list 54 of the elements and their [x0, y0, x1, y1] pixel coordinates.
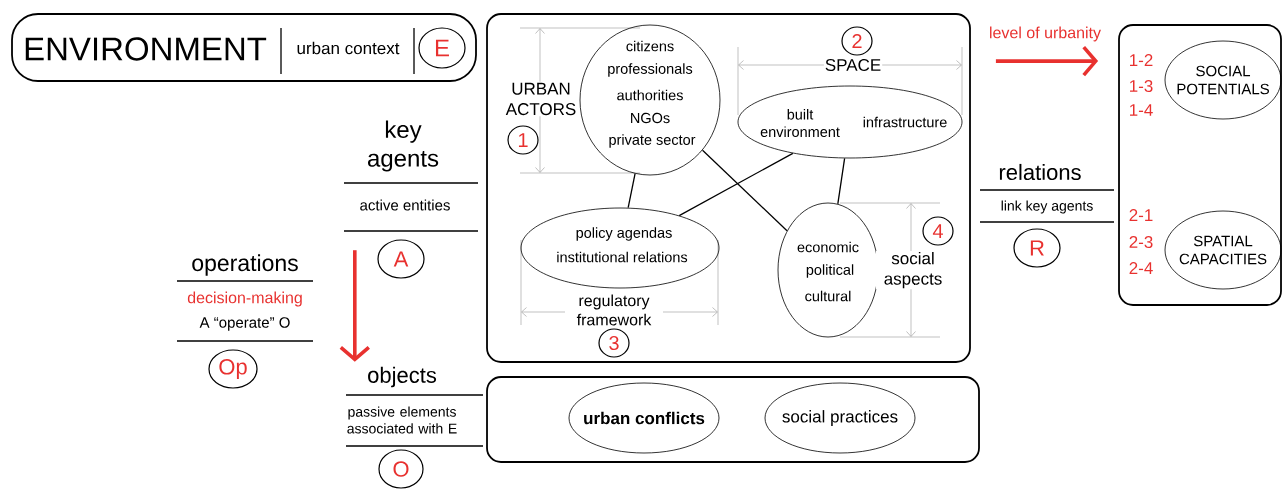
node-text: social practices — [782, 410, 898, 426]
circled-letter: R — [1013, 228, 1061, 268]
circled-letter: 3 — [598, 328, 630, 358]
connector — [837, 157, 846, 205]
node-text: policy agendas — [576, 227, 672, 241]
node-text: SOCIAL POTENTIALS — [1177, 65, 1269, 95]
node-text: authorities — [617, 89, 683, 101]
edge-label: level of urbanity — [988, 25, 1103, 43]
label-text: 1-3 — [1127, 79, 1155, 93]
node-text: private sector — [609, 134, 696, 148]
node-text: SPATIAL CAPACITIES — [1179, 235, 1267, 265]
circled-letter: 2 — [841, 26, 873, 56]
node-text: citizens — [626, 40, 674, 52]
node-text: key agents — [368, 120, 439, 172]
rounded-box — [486, 376, 980, 463]
node-text: urban context — [297, 41, 400, 55]
node-text: passive elements associated with E — [347, 406, 457, 434]
circled-letter: O — [378, 449, 424, 489]
node-text: A “operate” O — [199, 317, 290, 331]
node-text: professionals — [608, 63, 693, 77]
connector — [995, 45, 1099, 77]
node-text: infrastructure — [863, 116, 947, 128]
node-text: decision-making — [187, 291, 302, 307]
rounded-box — [486, 13, 971, 363]
label-text: 2-4 — [1127, 261, 1155, 275]
rounded-box — [1118, 24, 1282, 306]
connector — [701, 149, 788, 232]
node-text: NGOs — [631, 112, 670, 124]
node-text: institutional relations — [557, 251, 688, 263]
circled-letter: E — [418, 27, 466, 69]
node-text: relations — [999, 163, 1081, 181]
label-text: URBAN ACTORS — [504, 81, 578, 117]
node-text: link key agents — [1001, 200, 1093, 214]
label-text: 1-2 — [1127, 53, 1155, 67]
circled-letter: 4 — [922, 216, 954, 246]
node-text: active entities — [360, 199, 450, 211]
node-text: cultural — [805, 290, 851, 302]
circled-letter: A — [377, 239, 425, 279]
connector — [678, 152, 794, 217]
node-text: urban conflicts — [584, 411, 705, 425]
circled-letter: Op — [208, 349, 258, 389]
label-text: 2-3 — [1127, 235, 1155, 249]
label-text: social aspects — [876, 250, 950, 290]
node-text: objects — [368, 366, 437, 388]
label-text: 1-4 — [1127, 103, 1155, 117]
node-text: political — [806, 264, 854, 278]
node-text: built environment — [760, 109, 840, 138]
node-text: ENVIRONMENT — [25, 37, 267, 61]
label-text: 2-1 — [1127, 208, 1155, 222]
node-text: economic — [797, 241, 859, 253]
circled-letter: 1 — [507, 125, 539, 155]
connector — [339, 250, 370, 362]
node-text: operations — [192, 254, 298, 276]
connector — [627, 173, 636, 209]
